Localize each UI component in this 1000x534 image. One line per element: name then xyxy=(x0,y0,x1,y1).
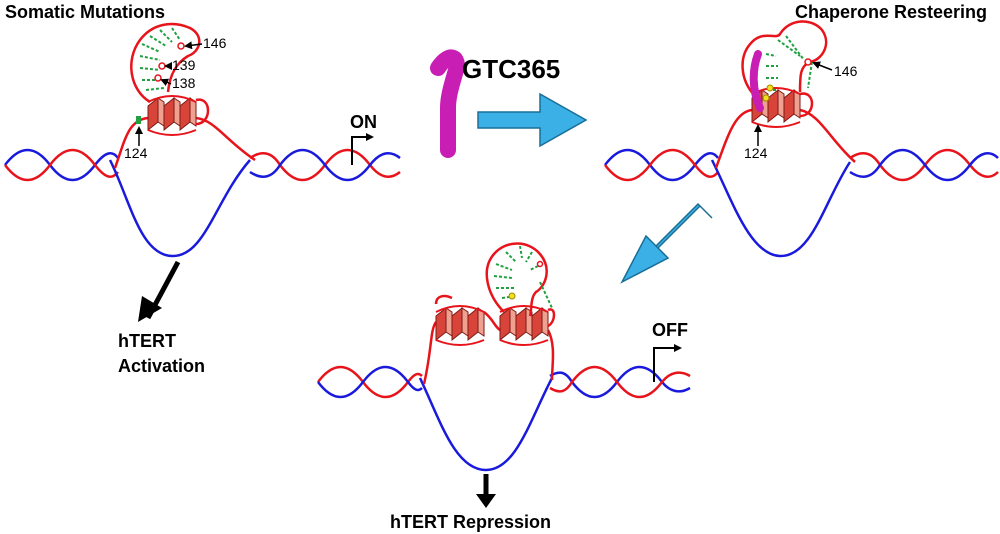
g-quadruplex-1 xyxy=(147,95,197,136)
panel-somatic-mutations: Somatic Mutations 146 1 xyxy=(4,2,401,376)
single-strand-loop-3 xyxy=(418,377,554,472)
hairpin-1 xyxy=(130,22,201,124)
panel-title-somatic: Somatic Mutations xyxy=(5,2,165,22)
outcome-repression: hTERT Repression xyxy=(390,512,551,532)
transcription-on-arrow: ON xyxy=(350,112,377,165)
residue-label-139: 139 xyxy=(172,57,196,73)
panel-repression: OFF hTERT Repression xyxy=(317,242,691,532)
single-strand-loop-1 xyxy=(108,159,251,258)
transcription-off-arrow: OFF xyxy=(652,320,688,382)
panel-chaperone-resteering: Chaperone Resteering 146 124 xyxy=(604,2,999,258)
dna-helix-left-2 xyxy=(604,148,719,182)
hairpin-2 xyxy=(741,20,828,112)
single-strand-loop-2 xyxy=(710,159,852,258)
dna-helix-right-2 xyxy=(849,148,999,182)
residue-label-146-b: 146 xyxy=(834,63,858,79)
compound-molecule-icon xyxy=(430,49,465,158)
hairpin-3 xyxy=(485,242,553,317)
switch-label-on: ON xyxy=(350,112,377,132)
compound-name: GTC365 xyxy=(462,54,560,84)
dna-helix-right-1 xyxy=(249,148,401,182)
process-arrow-right xyxy=(477,92,588,148)
residue-label-124: 124 xyxy=(124,145,148,161)
dna-helix-left-3 xyxy=(317,365,423,399)
process-arrow-down-left xyxy=(620,202,713,284)
residue-label-138: 138 xyxy=(172,75,196,91)
g-quadruplex-3a xyxy=(435,305,485,346)
panel-title-resteering: Chaperone Resteering xyxy=(795,2,987,22)
dna-helix-left-1 xyxy=(4,148,119,182)
residue-label-124-b: 124 xyxy=(744,145,768,161)
outcome-activation-line2: Activation xyxy=(118,356,205,376)
residue-label-146: 146 xyxy=(203,35,227,51)
switch-label-off: OFF xyxy=(652,320,688,340)
outcome-activation-line1: hTERT xyxy=(118,331,176,351)
dna-helix-right-3 xyxy=(549,365,691,399)
g-quadruplex-3b xyxy=(499,305,549,346)
compound-gtc365: GTC365 xyxy=(430,49,560,158)
bound-compound xyxy=(749,50,764,112)
